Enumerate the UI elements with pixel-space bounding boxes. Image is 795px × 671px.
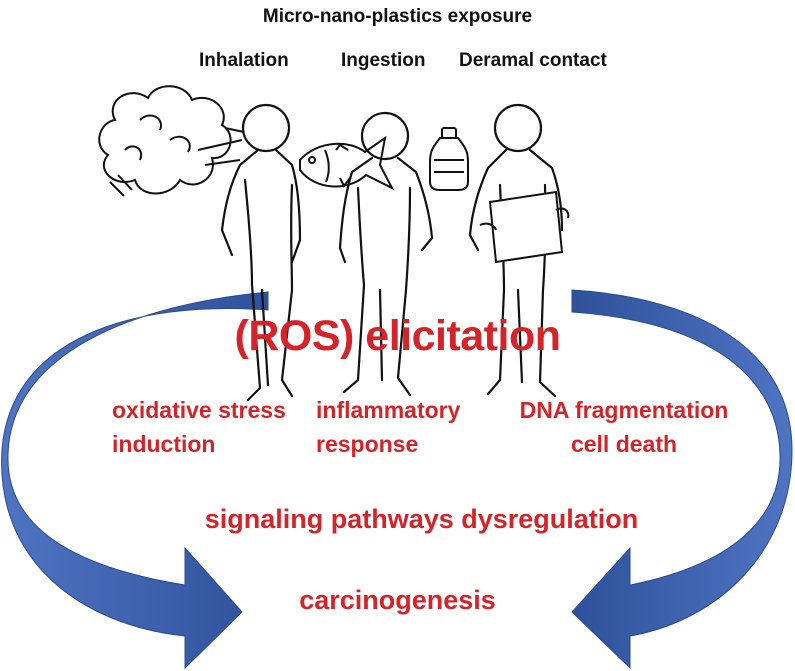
induction-line: induction: [112, 431, 216, 457]
right-cycle-arrow: [571, 289, 793, 670]
breath-cloud-icon: [98, 85, 245, 197]
response-line: response: [316, 431, 419, 457]
person-inhalation-figure: [220, 103, 302, 402]
route-inhalation-label: Inhalation: [199, 50, 289, 71]
plastic-bottle-icon: [429, 127, 469, 191]
dna-fragmentation-line: DNA fragmentation: [519, 397, 729, 423]
inflammatory-response-label: inflammatory response: [316, 393, 460, 461]
route-dermal-label: Deramal contact: [459, 50, 607, 71]
cell-death-line: cell death: [570, 431, 678, 457]
oxidative-stress-line: oxidative stress: [112, 397, 286, 423]
person-ingestion-figure: [338, 111, 434, 397]
dna-fragmentation-label: DNA fragmentation cell death: [506, 393, 742, 461]
oxidative-stress-label: oxidative stress induction: [112, 393, 286, 461]
plastic-sheet-icon: [479, 190, 570, 264]
carcinogenesis-label: carcinogenesis: [299, 585, 496, 615]
ros-elicitation-label: (ROS) elicitation: [234, 312, 561, 360]
fish-icon: [299, 135, 395, 191]
signaling-pathways-label: signaling pathways dysregulation: [204, 504, 639, 534]
left-cycle-arrow: [1, 291, 269, 670]
diagram-title: Micro-nano-plastics exposure: [262, 6, 533, 27]
route-ingestion-label: Ingestion: [341, 50, 426, 71]
inflammatory-line: inflammatory: [316, 397, 461, 423]
